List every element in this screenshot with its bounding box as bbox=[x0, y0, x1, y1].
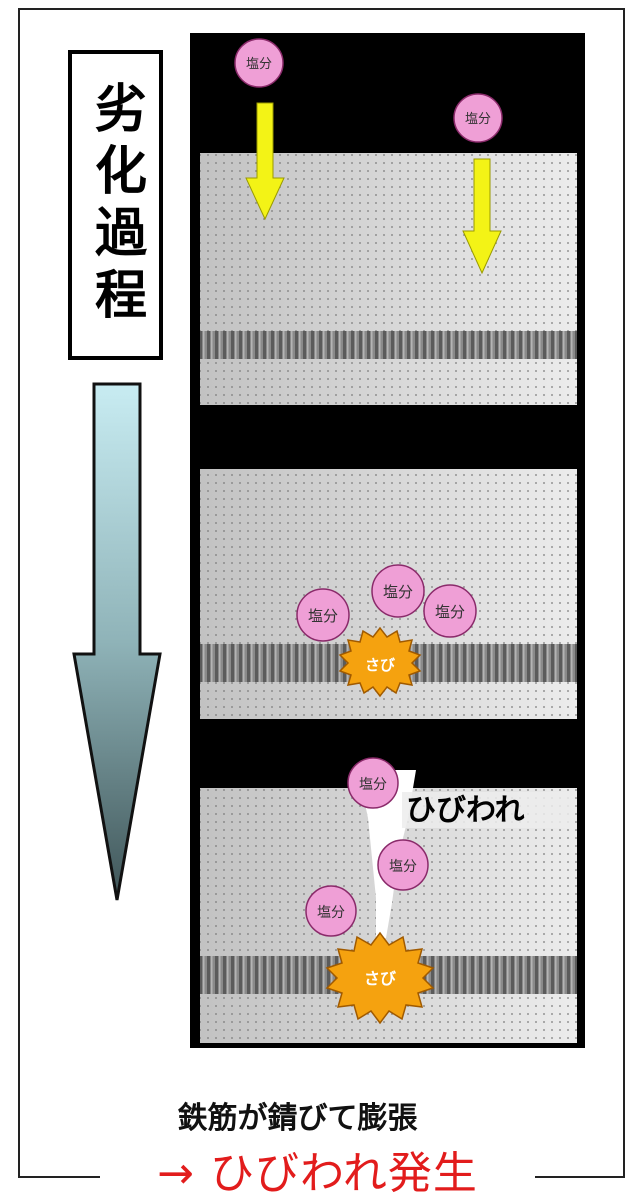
caption: 鉄筋が錆びて膨張 bbox=[0, 1093, 635, 1137]
deterioration-progress-arrow bbox=[72, 382, 162, 901]
stage-1-panel: 塩分 塩分 bbox=[200, 38, 577, 405]
salt-particle bbox=[377, 839, 429, 891]
caption-text: 鉄筋が錆びて膨張 bbox=[177, 1101, 418, 1136]
salt-particle bbox=[371, 564, 425, 618]
stage-3-diagram: さび 塩分 塩分 塩分 ひびわれ bbox=[190, 748, 585, 1048]
salt-particle bbox=[305, 885, 357, 937]
salt-particle bbox=[423, 584, 477, 638]
salt-label: 塩分 bbox=[465, 112, 491, 127]
salt-label: 塩分 bbox=[246, 57, 272, 72]
salt-label: 塩分 bbox=[359, 777, 387, 793]
salt-label: 塩分 bbox=[383, 583, 413, 601]
salt-particle bbox=[296, 588, 350, 642]
rust-burst bbox=[325, 931, 435, 1025]
conclusion-block: → ひびわれ発生 bbox=[0, 1131, 635, 1199]
rust-label: さび bbox=[364, 969, 397, 988]
rust-label: さび bbox=[365, 656, 395, 674]
salt-penetration-arrow bbox=[245, 102, 285, 221]
stage-2-panel: さび 塩分 塩分 塩分 bbox=[200, 469, 577, 719]
conclusion-background bbox=[100, 1131, 535, 1193]
salt-particle bbox=[453, 93, 503, 143]
salt-label: 塩分 bbox=[317, 905, 345, 921]
conclusion-text: → ひびわれ発生 bbox=[157, 1148, 478, 1199]
concrete-cross-section-diagram: 塩分 塩分 さび 塩分 塩分 塩分 bbox=[190, 33, 585, 748]
crack-label: ひびわれ bbox=[406, 793, 525, 828]
rust-burst bbox=[338, 626, 422, 698]
salt-penetration-arrow bbox=[462, 158, 502, 275]
title-box: 劣化過程 bbox=[68, 50, 163, 360]
salt-label: 塩分 bbox=[389, 859, 417, 875]
rebar bbox=[200, 331, 577, 359]
title-text: 劣化過程 bbox=[85, 81, 146, 329]
salt-particle bbox=[347, 757, 399, 809]
salt-particle bbox=[234, 38, 284, 88]
salt-label: 塩分 bbox=[435, 603, 465, 621]
salt-label: 塩分 bbox=[308, 607, 338, 625]
